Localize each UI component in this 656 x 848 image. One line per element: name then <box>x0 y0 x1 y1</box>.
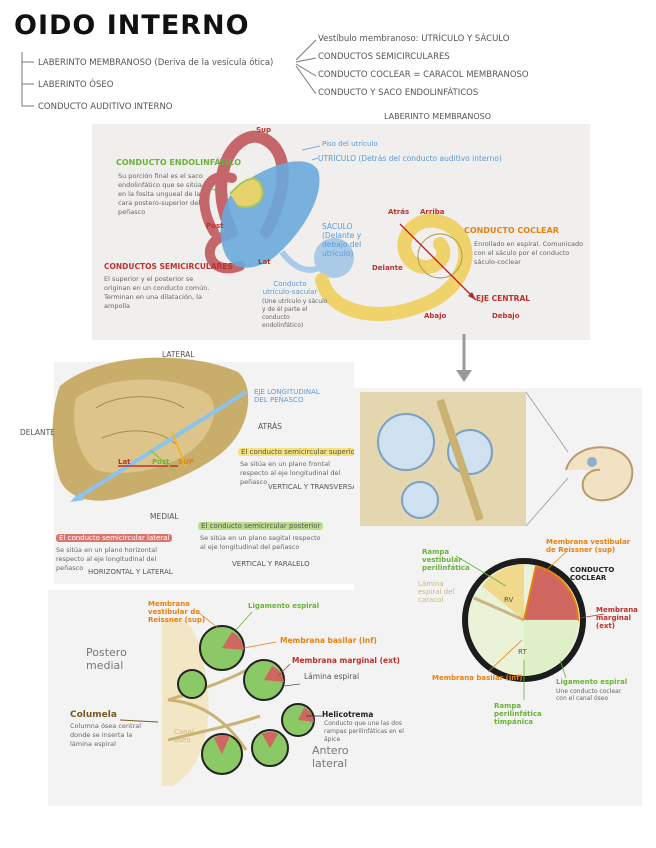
penasco-post-label: Post <box>152 458 170 466</box>
p4-marginal-label: Membrana marginal (ext) <box>292 656 400 665</box>
utriculo-label: UTRÍCULO (Detrás del conducto auditivo i… <box>318 154 502 163</box>
reissner-label: Membrana vestibular de Reissner (sup) <box>546 538 631 554</box>
coclear-text: Enrollado en espiral. Comunicado con el … <box>474 240 584 266</box>
p4-helicotrema-label: Helicotrema <box>322 710 374 719</box>
posterior-text: Se sitúa en un plano sagital respecto al… <box>200 534 321 551</box>
p4-reissner-label: Membrana vestibular de Reissner (sup) <box>148 600 206 624</box>
p4-canal-oseo-label: Canal óseo <box>174 728 194 744</box>
outline-branch-semicirculares: CONDUCTOS SEMICIRCULARES <box>318 52 450 62</box>
semicirculares-title: CONDUCTOS SEMICIRCULARES <box>104 262 233 271</box>
p4-columela-text: Columna ósea central donde se inserta la… <box>70 722 142 748</box>
p4-postero-medial-label: Postero medial <box>86 646 127 672</box>
ligamento-espiral-label: Ligamento espiral <box>556 678 628 686</box>
axis-arriba-label: Arriba <box>420 208 445 216</box>
canal-post-label: Post <box>206 222 224 230</box>
axis-abajo-label: Abajo <box>424 312 447 320</box>
p4-ligamento-label: Ligamento espiral <box>248 602 320 610</box>
outline-connectors <box>21 39 317 107</box>
posterior-plane: VERTICAL Y PARALELO <box>232 560 310 568</box>
outline-branch-endolinfatico: CONDUCTO Y SACO ENDOLINFÁTICOS <box>318 88 479 98</box>
endolinfatico-text: Su porción final es el saco endolinfátic… <box>118 172 203 216</box>
endolinfatico-title: CONDUCTO ENDOLINFÁTICO <box>116 158 242 167</box>
p4-lamina-label: Lámina espiral <box>304 672 360 681</box>
lateral-plane: HORIZONTAL Y LATERAL <box>88 568 173 576</box>
canal-lat-label: Lat <box>258 258 271 266</box>
penasco-sup-label: SUP <box>178 458 194 466</box>
ligamento-espiral-text: Une conducto coclear con el canal óseo <box>556 688 622 702</box>
lateral-text: Se sitúa en un plano horizontal respecto… <box>56 546 158 572</box>
rampa-timpanica-label: Rampa perilinfática timpánica <box>494 702 542 726</box>
superior-text: Se sitúa en un plano frontal respecto al… <box>240 460 341 486</box>
coclear-title: CONDUCTO COCLEAR <box>464 226 559 235</box>
penasco-atras-label: ATRÁS <box>258 422 282 431</box>
membrana-marginal-label: Membrana marginal (ext) <box>596 606 638 630</box>
p4-helicotrema-text: Conducto que une las dos rampas perilinf… <box>324 720 404 743</box>
rampa-vestibular-label: Rampa vestibular perilinfática <box>422 548 470 572</box>
axis-delante-label: Delante <box>372 264 403 272</box>
utriculo-sacular-label: Conducto utrículo-sacular <box>262 280 318 296</box>
p4-basilar-label: Membrana basilar (inf) <box>280 636 377 645</box>
semicirculares-text: El superior y el posterior se originan e… <box>104 275 210 310</box>
outline-branch-coclear: CONDUCTO COCLEAR = CARACOL MEMBRANOSO <box>318 70 529 80</box>
utriculo-top-label: Piso del utrículo <box>322 140 378 148</box>
outline-item-laberinto-membranoso: LABERINTO MEMBRANOSO (Deriva de la vesíc… <box>38 58 274 68</box>
utriculo-sacular-text: (Une utrículo y sáculo y de él parte el … <box>262 298 328 329</box>
outline-item-laberinto-oseo: LABERINTO ÓSEO <box>38 80 114 90</box>
lamina-espiral-label: Lámina espiral del caracol <box>418 580 455 604</box>
superior-plane: VERTICAL Y TRANSVERSAL <box>268 483 361 491</box>
outline-branch-vestibulo: Vestíbulo membranoso: UTRÍCULO Y SÁCULO <box>318 34 510 44</box>
eje-central-label: EJE CENTRAL <box>476 294 531 303</box>
conducto-coclear-label: CONDUCTO COCLEAR <box>570 566 615 582</box>
axis-debajo-label: Debajo <box>492 312 520 320</box>
penasco-delante-label: DELANTE <box>20 428 55 437</box>
penasco-lateral-label: LATERAL <box>162 350 195 359</box>
rv-label: RV <box>504 596 514 604</box>
posterior-title: El conducto semicircular posterior <box>198 522 324 530</box>
superior-title: El conducto semicircular superior <box>238 448 361 456</box>
rt-label: RT <box>518 648 527 656</box>
penasco-lat-label: Lat <box>118 458 131 466</box>
page-title: OIDO INTERNO <box>14 10 250 41</box>
penasco-eje-label: EJE LONGITUDINAL DEL PEÑASCO <box>254 388 320 404</box>
p4-antero-lateral-label: Antero lateral <box>312 744 349 770</box>
saculo-label: SÁCULO (Delante y debajo del utrículo) <box>322 222 362 258</box>
p4-columela-label: Columela <box>70 710 117 720</box>
axis-atras-label: Atrás <box>388 208 410 216</box>
lateral-title: El conducto semicircular lateral <box>56 534 173 542</box>
membrana-basilar-label: Membrana basilar (inf) <box>432 674 523 682</box>
canal-sup-label: Sup <box>256 126 272 134</box>
panel1-header: LABERINTO MEMBRANOSO <box>384 112 491 121</box>
outline-item-conducto-auditivo: CONDUCTO AUDITIVO INTERNO <box>38 102 173 112</box>
penasco-medial-label: MEDIAL <box>150 512 179 521</box>
